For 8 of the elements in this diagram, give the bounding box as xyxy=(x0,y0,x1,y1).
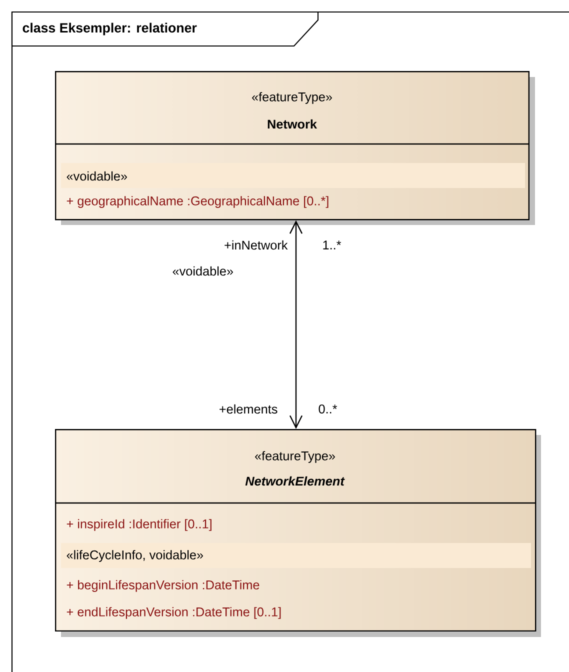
multiplicity: 1..* xyxy=(323,240,342,250)
stereotype-label: «voidable» xyxy=(172,266,233,276)
association-line xyxy=(289,220,303,429)
class-box: «featureType» NetworkElement + inspireId :Identifier [0..1] «lifeCycleInfo, voidable» + beginLifespanVersion :DateTime + endLifespanVersion :DateTime [0..1] xyxy=(55,429,541,637)
multiplicity: 0..* xyxy=(318,404,338,414)
class-box: «featureType» Network «voidable» + geographicalName :GeographicalName [0..*] xyxy=(55,71,535,225)
role-name: +inNetwork xyxy=(224,240,288,250)
role-name: +elements xyxy=(220,404,278,414)
